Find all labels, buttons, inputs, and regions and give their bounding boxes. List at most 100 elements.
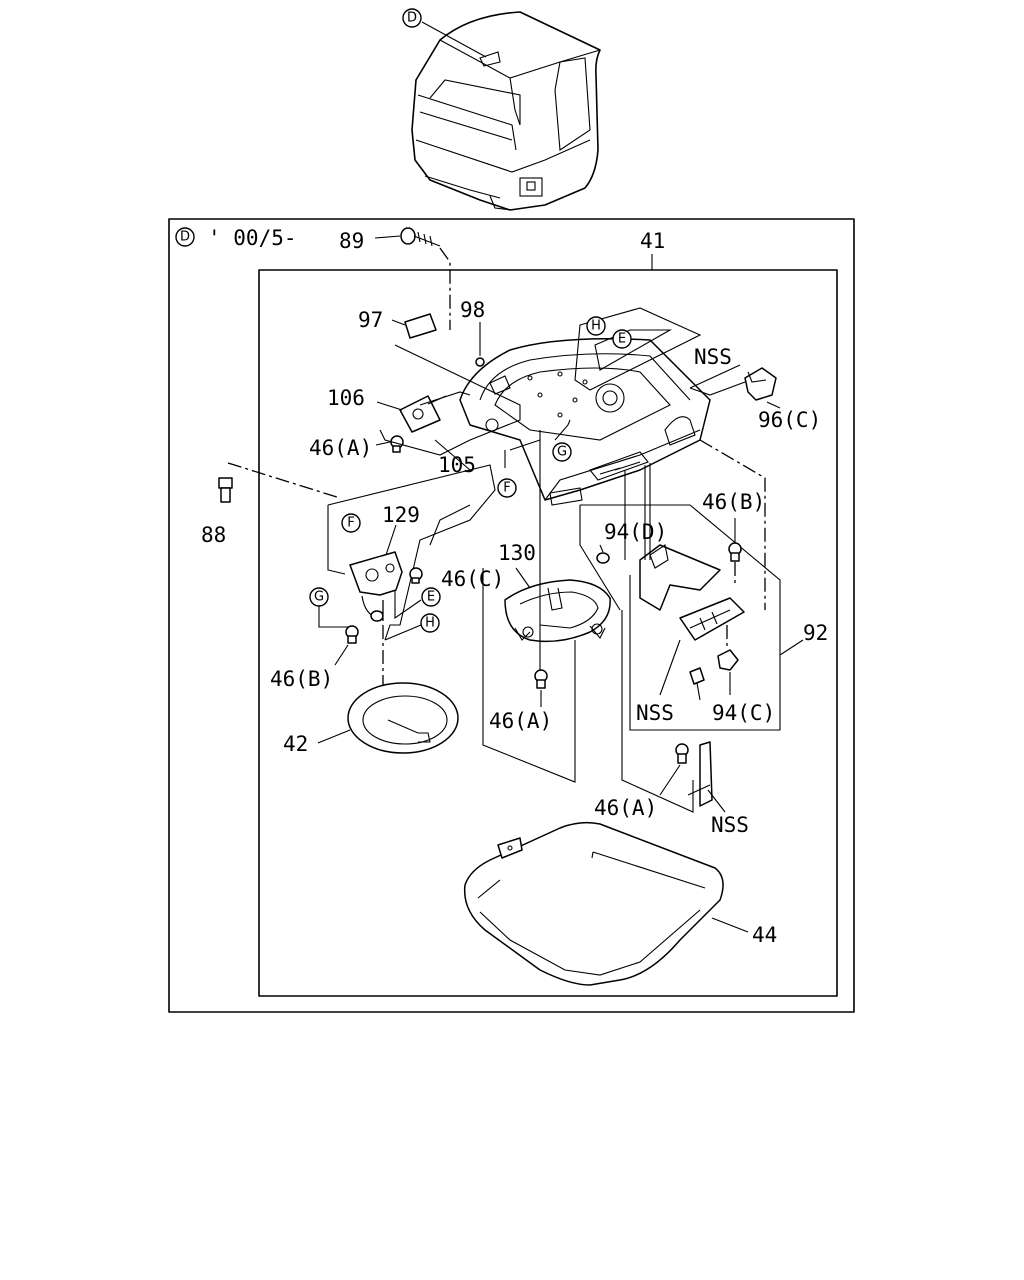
label-106: 106 (327, 386, 365, 410)
svg-text:G: G (557, 445, 567, 460)
label-46a-3: 46(A) (594, 796, 657, 820)
ref-marker-e1: E (612, 329, 632, 349)
leader-129 (385, 524, 397, 556)
nss-2-clip (689, 667, 705, 685)
outline-lower-bracket (621, 610, 694, 813)
detail-outer-frame (168, 218, 855, 1013)
svg-text:F: F (503, 481, 510, 496)
svg-text:D: D (180, 230, 190, 245)
label-nss-3: NSS (711, 813, 749, 837)
leader-105 (434, 439, 471, 471)
label-41: 41 (640, 229, 665, 253)
connector-g2 (318, 606, 352, 628)
part-94d-grommet (596, 552, 610, 564)
leader-nss-1 (689, 364, 741, 389)
leader-46b-1 (334, 644, 349, 666)
label-44: 44 (752, 923, 777, 947)
leader-nss-2 (659, 639, 701, 701)
ref-marker-e2: E (421, 587, 441, 607)
label-92: 92 (803, 621, 828, 645)
label-94c: 94(C) (712, 701, 775, 725)
part-98-nut (475, 357, 485, 367)
connector-h2 (384, 624, 422, 641)
part-46a-screw-3 (675, 743, 689, 764)
detail-marker-d: D (175, 227, 195, 247)
part-42-lens (347, 682, 459, 754)
part-46a-screw-2 (534, 669, 548, 689)
label-105: 105 (438, 453, 476, 477)
outline-h (574, 307, 702, 391)
ref-marker-h2: H (420, 613, 440, 633)
svg-text:F: F (347, 516, 354, 531)
connector-e2 (394, 590, 422, 620)
leader-89 (374, 235, 401, 239)
svg-text:H: H (591, 319, 601, 334)
outline-105-lower (379, 344, 521, 456)
svg-text:E: E (427, 590, 435, 605)
ref-marker-d-top: D (402, 8, 422, 28)
outline-92-left (579, 505, 621, 611)
label-46c-1: 46(C) (441, 567, 504, 591)
detail-note: ' 00/5- (208, 226, 297, 250)
ref-marker-g1: G (552, 442, 572, 462)
wire-harness (624, 463, 651, 560)
part-88-bolt (218, 477, 233, 503)
outline-129 (429, 504, 471, 546)
ref-marker-f2: F (341, 513, 361, 533)
leader-106 (376, 401, 403, 411)
part-92-bracket-plate (639, 544, 745, 641)
part-97-pad (404, 313, 437, 339)
part-44-trim-pad (463, 821, 724, 986)
part-46b-screw-2 (728, 542, 742, 562)
label-89: 89 (339, 229, 364, 253)
part-46b-screw-1 (345, 625, 359, 644)
nss-1-link (689, 381, 746, 396)
part-130-bracket (504, 579, 611, 643)
phantom-88 (227, 462, 341, 499)
label-42: 42 (283, 732, 308, 756)
svg-text:G: G (314, 590, 324, 605)
detail-leader (421, 21, 487, 58)
ref-marker-f1: F (497, 478, 517, 498)
leader-46a-1 (375, 441, 391, 446)
leader-97 (391, 319, 406, 326)
label-94d: 94(D) (604, 520, 667, 544)
label-46b-1: 46(B) (270, 667, 333, 691)
leader-42 (317, 729, 351, 744)
leader-46a-3 (659, 764, 681, 796)
part-106-bracket (399, 395, 447, 433)
part-89-screw (400, 227, 441, 247)
label-96c: 96(C) (758, 408, 821, 432)
ref-marker-h1: H (586, 316, 606, 336)
ref-marker-g2: G (309, 587, 329, 607)
label-98: 98 (460, 298, 485, 322)
leader-130 (515, 567, 531, 589)
label-46a-2: 46(A) (489, 709, 552, 733)
label-130: 130 (498, 541, 536, 565)
leader-92 (779, 639, 804, 656)
roof-console-assembly (459, 338, 711, 506)
connector-f1 (504, 439, 541, 468)
outline-130-box (482, 568, 576, 783)
label-46a-1: 46(A) (309, 436, 372, 460)
label-nss-2: NSS (636, 701, 674, 725)
leader-96c (766, 401, 781, 409)
label-97: 97 (358, 308, 383, 332)
phantom-89 (439, 247, 451, 330)
part-46c-screw-1 (409, 567, 423, 584)
connector-g1 (554, 419, 571, 441)
part-46a-screw-1 (390, 435, 404, 453)
svg-text:D: D (407, 11, 417, 26)
part-96c-clip (744, 367, 777, 401)
leader-44 (711, 917, 749, 933)
part-129-lamp-socket (349, 551, 403, 622)
label-129: 129 (382, 503, 420, 527)
nss-3-bracket (687, 741, 713, 807)
phantom-96c (699, 439, 766, 610)
svg-text:H: H (425, 616, 435, 631)
label-46b-2: 46(B) (702, 490, 765, 514)
part-94c-grommet (717, 649, 739, 671)
svg-text:E: E (618, 332, 626, 347)
assembly-41-frame (258, 269, 838, 997)
